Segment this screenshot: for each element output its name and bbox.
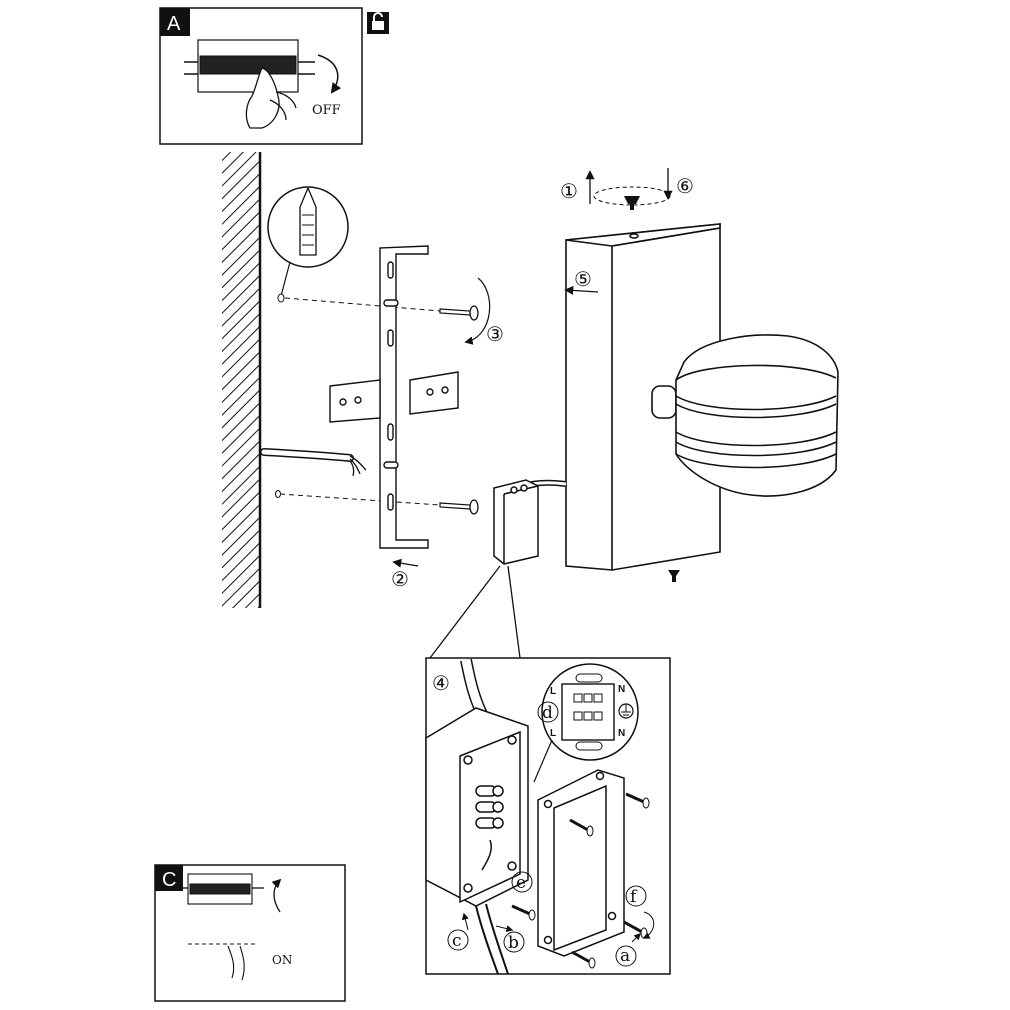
terminal-label-top-left: L bbox=[550, 686, 556, 697]
terminal-label-bottom-left: L bbox=[550, 728, 556, 739]
panel-c-breaker-on: C ON bbox=[154, 864, 346, 1002]
panel-4-wiring: ④ bbox=[425, 565, 671, 975]
svg-text:a: a bbox=[620, 946, 630, 966]
screw-bottom bbox=[439, 499, 479, 515]
terminal-block-callout: L N L N d bbox=[533, 663, 639, 783]
hand-icon bbox=[245, 67, 297, 129]
substep-e-label: e bbox=[511, 871, 533, 893]
step-1-6-rotation: ① ⑥ bbox=[560, 168, 694, 210]
svg-text:c: c bbox=[452, 931, 462, 951]
drill-hole-top bbox=[277, 293, 285, 303]
step-6: ⑥ bbox=[676, 174, 694, 198]
rotate-on-arrow bbox=[271, 878, 282, 913]
wall bbox=[222, 152, 262, 608]
panel-c-state: ON bbox=[272, 953, 292, 967]
breaker-switches bbox=[184, 39, 315, 93]
wall-light-housing bbox=[565, 223, 721, 571]
panel-a-state: OFF bbox=[312, 103, 341, 118]
step-2: ② bbox=[391, 567, 409, 591]
drill-hole-bottom bbox=[275, 490, 281, 498]
bottom-screw-icon bbox=[668, 570, 680, 582]
junction-box-lid bbox=[537, 769, 625, 957]
step-3: ③ bbox=[486, 322, 504, 346]
svg-text:b: b bbox=[508, 933, 519, 953]
panel-c-letter: C bbox=[162, 869, 176, 891]
substep-a-label: a bbox=[615, 933, 641, 967]
screw-top bbox=[439, 305, 479, 321]
hand-on-icon bbox=[188, 943, 256, 981]
substep-f-label: f bbox=[625, 885, 655, 939]
bracket-arrow bbox=[392, 558, 419, 568]
substep-b-label: b bbox=[495, 925, 525, 953]
unlock-icon bbox=[367, 12, 389, 34]
terminal-label-top-right: N bbox=[618, 684, 625, 695]
terminal-label-bottom-right: N bbox=[618, 728, 625, 739]
housing-arrow bbox=[564, 285, 599, 295]
svg-text:f: f bbox=[630, 887, 638, 907]
wall-plug-callout bbox=[267, 186, 349, 303]
svg-text:e: e bbox=[516, 873, 526, 893]
lid-screw-2 bbox=[569, 818, 594, 837]
substep-d: d bbox=[542, 703, 553, 723]
panel-a-breaker-off: A OFF bbox=[159, 7, 389, 145]
rotate-off-arrow bbox=[317, 54, 342, 94]
open-junction-box bbox=[425, 707, 529, 975]
screw-guide-bottom bbox=[279, 493, 441, 506]
step-5: ⑤ bbox=[574, 267, 592, 291]
substep-c-label: c bbox=[447, 912, 469, 951]
box-screw-e bbox=[511, 904, 536, 921]
screw-rotate-arrow bbox=[464, 277, 491, 345]
mains-cable bbox=[260, 448, 367, 477]
screw-guide-top bbox=[284, 297, 441, 312]
lid-screw-4 bbox=[571, 950, 596, 969]
step-1: ① bbox=[560, 179, 578, 203]
lamp-head bbox=[651, 334, 839, 497]
step-4: ④ bbox=[432, 671, 450, 695]
earth-symbol-icon bbox=[618, 703, 634, 719]
panel-a-letter: A bbox=[167, 13, 181, 35]
lid-screw-1 bbox=[625, 792, 650, 809]
mounting-bracket bbox=[329, 245, 459, 549]
breaker-switches-on bbox=[176, 873, 264, 905]
junction-box bbox=[493, 479, 567, 565]
